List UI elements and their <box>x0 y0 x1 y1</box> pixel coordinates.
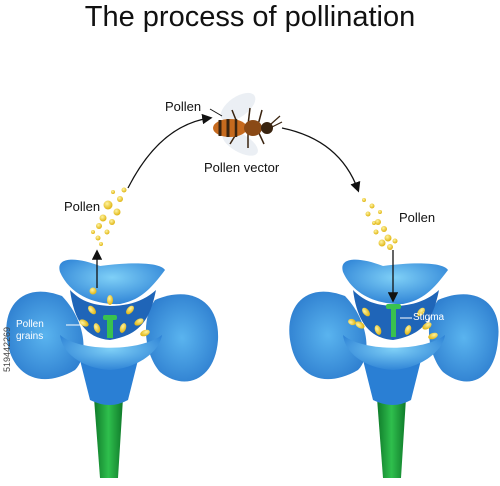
pollen-label-right: Pollen <box>399 210 436 225</box>
stigma-label: Stigma <box>413 312 445 323</box>
pollen-cloud-left <box>91 187 127 246</box>
left-flower <box>6 259 219 478</box>
right-flower-pistil <box>391 307 396 337</box>
right-flower-petal-left <box>289 291 367 380</box>
left-flower-petal-top <box>59 259 166 305</box>
right-flower-lip <box>343 335 445 370</box>
left-flower-petal-left <box>6 291 84 380</box>
left-flower-petal-right <box>145 294 219 382</box>
stock-image-id: 519442269 <box>2 326 12 372</box>
left-flower-stem <box>94 398 123 478</box>
right-flower <box>289 259 499 478</box>
pollen-vector-label: Pollen vector <box>204 160 280 175</box>
left-flower-lip <box>60 335 162 370</box>
right-flower-petal-top <box>342 259 448 305</box>
right-flower-stem <box>377 398 406 478</box>
diagram-title: The process of pollination <box>84 1 416 33</box>
bee-illustration <box>213 92 283 156</box>
pollen-grains-label: Pollen grains <box>16 319 44 342</box>
left-flower-anthers <box>79 295 150 337</box>
pollen-top-leader <box>209 108 223 117</box>
pollen-cloud-right <box>362 198 398 250</box>
right-flower-anthers <box>348 307 438 340</box>
pollen-label-top: Pollen <box>165 99 202 114</box>
arrow-to-bee <box>127 113 213 189</box>
left-flower-pistil <box>107 318 113 338</box>
pollen-label-left: Pollen <box>64 199 101 214</box>
right-flower-petal-right <box>428 294 499 382</box>
arrow-from-bee <box>281 127 361 193</box>
